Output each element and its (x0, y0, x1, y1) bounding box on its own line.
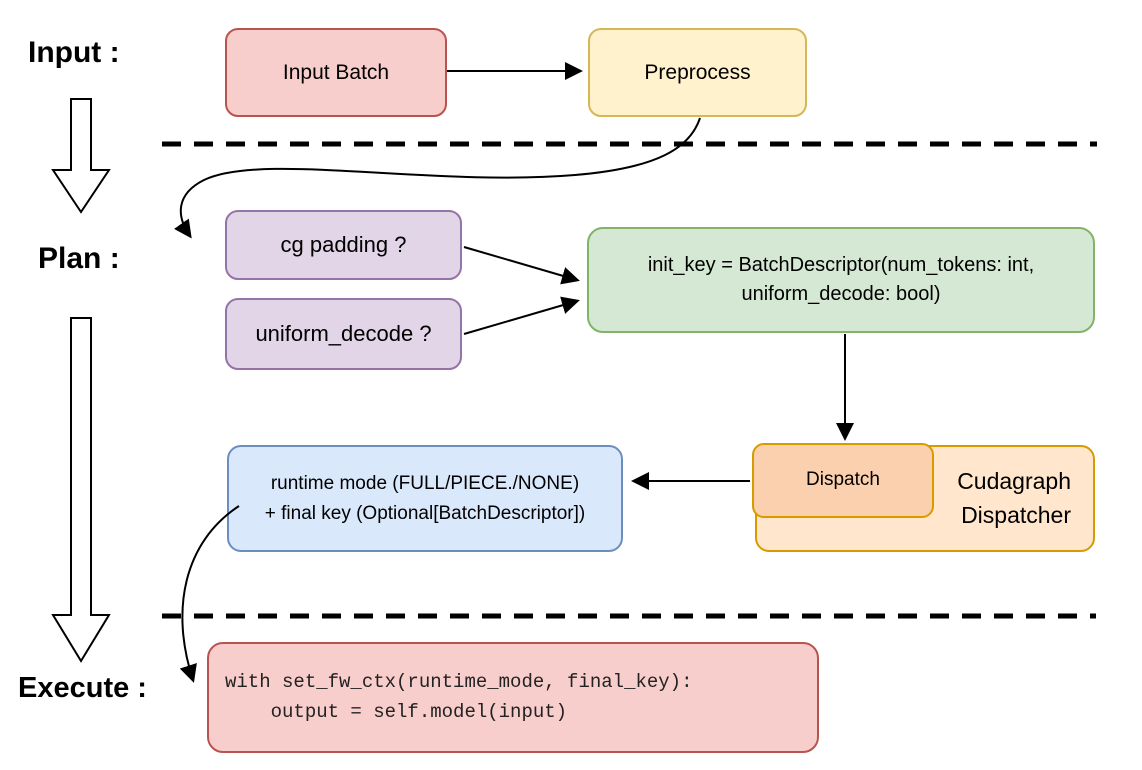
stage-label-plan: Plan : (38, 242, 120, 275)
node-uniform-decode-label: uniform_decode ? (255, 320, 432, 346)
node-runtime-result-line2: + final key (Optional[BatchDescriptor]) (264, 502, 586, 524)
node-runtime-result-line1: runtime mode (FULL/PIECE./NONE) (270, 473, 580, 495)
node-preprocess-label: Preprocess (644, 60, 751, 84)
node-dispatch-label: Dispatch (806, 469, 880, 491)
connector-cgpadding-initkey (463, 246, 580, 285)
stage-label-execute: Execute : (18, 672, 147, 704)
flow-arrow-input-to-plan (51, 98, 111, 214)
node-execute-code: with set_fw_ctx(runtime_mode, final_key)… (207, 642, 819, 753)
flow-arrow-plan-to-execute (51, 317, 111, 663)
node-cg-padding-label: cg padding ? (280, 231, 407, 257)
node-preprocess: Preprocess (588, 28, 807, 117)
connector-uniformdecode-initkey (463, 296, 580, 335)
node-init-key: init_key = BatchDescriptor(num_tokens: i… (587, 227, 1095, 333)
node-uniform-decode: uniform_decode ? (225, 298, 462, 370)
node-input-batch-label: Input Batch (282, 60, 390, 84)
node-dispatch: Dispatch (752, 443, 934, 518)
stage-label-input: Input : (28, 36, 120, 69)
node-input-batch: Input Batch (225, 28, 447, 117)
node-cudagraph-dispatcher-line2: Dispatcher (961, 501, 1071, 528)
node-cudagraph-dispatcher-line1: Cudagraph (957, 468, 1071, 495)
execute-code-line1: with set_fw_ctx(runtime_mode, final_key)… (225, 671, 693, 694)
execute-code-line2: output = self.model(input) (225, 700, 568, 723)
node-runtime-result: runtime mode (FULL/PIECE./NONE) + final … (227, 445, 623, 552)
node-init-key-line1: init_key = BatchDescriptor(num_tokens: i… (647, 254, 1035, 276)
node-init-key-line2: uniform_decode: bool) (741, 283, 941, 305)
node-cg-padding: cg padding ? (225, 210, 462, 280)
